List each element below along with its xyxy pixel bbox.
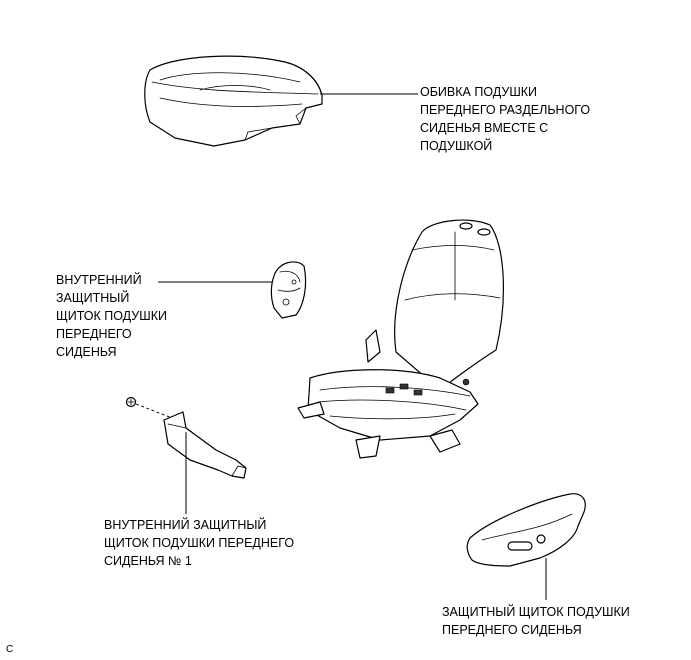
corner-mark: C xyxy=(6,644,14,655)
outer-shield-part xyxy=(466,493,586,567)
label-inner-shield: ВНУТРЕННИЙ ЗАЩИТНЫЙ ЩИТОК ПОДУШКИ ПЕРЕДН… xyxy=(56,273,167,359)
screw-part xyxy=(125,396,173,419)
inner-shield-part xyxy=(270,261,307,319)
label-inner-shield-no1: ВНУТРЕННИЙ ЗАЩИТНЫЙ ЩИТОК ПОДУШКИ ПЕРЕДН… xyxy=(104,518,295,568)
label-cushion-cover: ОБИВКА ПОДУШКИ ПЕРЕДНЕГО РАЗДЕЛЬНОГО СИД… xyxy=(420,85,591,153)
seat-frame-with-backrest xyxy=(297,219,505,459)
label-outer-shield: ЗАЩИТНЫЙ ЩИТОК ПОДУШКИ ПЕРЕДНЕГО СИДЕНЬЯ xyxy=(442,605,630,637)
inner-shield-no1-part xyxy=(163,411,247,479)
seat-cushion-pad xyxy=(144,55,323,147)
